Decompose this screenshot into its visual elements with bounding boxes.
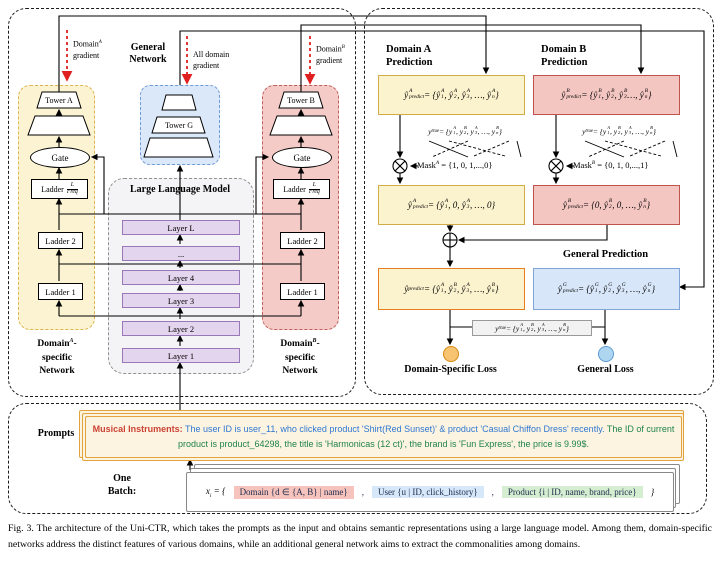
chip-separator: , [491, 487, 494, 497]
batch-prefix: xi = { [205, 485, 226, 499]
operator-icons [392, 158, 564, 248]
tower-shapes [27, 91, 333, 158]
figure-caption: Fig. 3. The architecture of the Uni-CTR,… [8, 523, 712, 550]
ladder2-b: Ladder 2 [280, 232, 325, 249]
domain-specific-loss-circle [443, 346, 459, 362]
ladder-label: Ladder [41, 184, 64, 194]
prompt-text: Musical Instruments: The user ID is user… [92, 422, 675, 452]
bottom-input-panel [8, 403, 707, 514]
right-prediction-panel [364, 8, 714, 395]
tower-b-label: Tower B [287, 95, 315, 105]
prompt-product-segment: The ID of current product is product_642… [177, 424, 675, 449]
gate-a: Gate [30, 147, 90, 168]
left-network-panel [8, 8, 356, 397]
mask-mapping-lines [428, 140, 678, 158]
llm-layer-4: Layer 4 [122, 270, 240, 285]
ladder-label: Ladder [283, 184, 306, 194]
tower-a-label: Tower A [45, 95, 73, 105]
general-loss-label: General Loss [577, 364, 634, 375]
mask-a-label: MaskA = {1, 0, 1,...,0} [417, 160, 493, 170]
prompt-user-segment: The user ID is user_11, who clicked prod… [182, 424, 605, 434]
tower-a-trapezoid [36, 91, 82, 109]
general-loss-circle [598, 346, 614, 362]
gate-b: Gate [272, 147, 332, 168]
tower-b-trapezoid [278, 91, 324, 109]
black-connectors [55, 15, 705, 470]
ladder1-a: Ladder 1 [38, 283, 83, 300]
mask-b-label: MaskB = {0, 1, 0,...,1} [573, 160, 649, 170]
tower-b-base-trapezoid [269, 115, 333, 136]
llm-layer-1: Layer 1 [122, 348, 240, 363]
tower-g-label: Tower G [164, 120, 194, 130]
chip-separator: , [361, 487, 364, 497]
prompt-box: Musical Instruments: The user ID is user… [85, 416, 682, 458]
tower-g-top-trapezoid [161, 94, 197, 111]
prompts-label: Prompts [37, 428, 75, 439]
ladder2-a: Ladder 2 [38, 232, 83, 249]
llm-title: Large Language Model [130, 184, 230, 195]
domain-specific-loss-label: Domain-Specific Loss [404, 364, 497, 375]
llm-layer-dots: ... [122, 246, 240, 261]
general-prediction-title: General Prediction [562, 249, 649, 260]
user-feature-chip: User {u | ID, click_history} [371, 486, 484, 498]
llm-layer-2: Layer 2 [122, 321, 240, 336]
gate-a-label: Gate [51, 152, 69, 163]
batch-suffix: } [650, 487, 655, 497]
llm-layer-L: Layer L [122, 220, 240, 235]
product-feature-chip: Product {i | ID, name, brand, price} [501, 486, 643, 498]
gate-b-label: Gate [293, 152, 311, 163]
batch-box: xi = { Domain {d ∈ {A, B} | name} , User… [186, 472, 674, 512]
prompt-domain-segment: Musical Instruments: [92, 424, 183, 434]
tower-a-base-trapezoid [27, 115, 91, 136]
gradient-arrows [61, 30, 316, 85]
llm-layer-3: Layer 3 [122, 293, 240, 308]
domain-feature-chip: Domain {d ∈ {A, B} | name} [233, 485, 354, 499]
tower-g-trapezoid [151, 116, 206, 134]
tower-g-base-trapezoid [143, 137, 214, 158]
ladder1-b: Ladder 1 [280, 283, 325, 300]
